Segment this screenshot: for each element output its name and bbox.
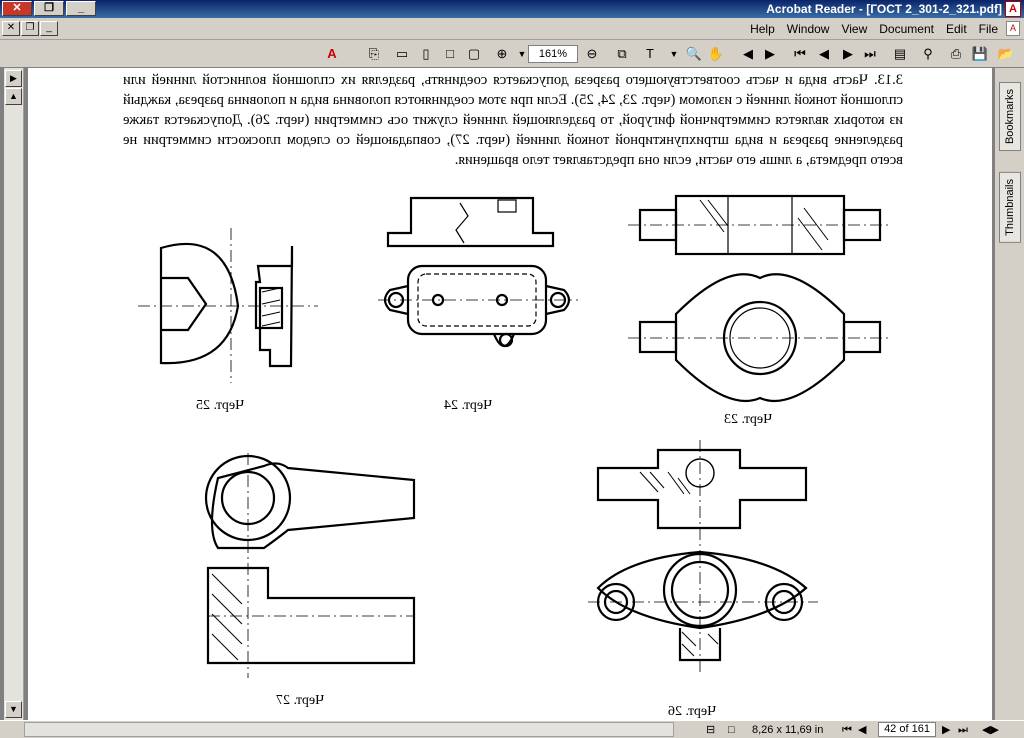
next-page-icon[interactable]: ◀ (819, 46, 829, 61)
tab-bookmarks[interactable]: Bookmarks (999, 82, 1021, 152)
select-graphics-icon[interactable]: ⧉ (617, 46, 627, 61)
zoom-in-icon[interactable]: ⊕ (496, 46, 508, 61)
text-select-icon[interactable]: T (646, 46, 654, 61)
next-page-status-icon[interactable]: ◀ (858, 724, 867, 736)
find-icon[interactable]: ⚲ (923, 46, 933, 61)
fit-width-icon[interactable]: ▭ (395, 46, 409, 61)
scroll-down-icon[interactable]: ▼ (5, 701, 22, 718)
menu-document[interactable]: Document (879, 22, 934, 36)
restore-button[interactable]: ❐ (34, 1, 64, 16)
figure-27-drawing (204, 453, 416, 678)
menu-bar: ✕ ❐ _ Help Window View Document Edit Fil… (0, 18, 1024, 40)
toolbar: A ⎘ ▭ ▯ □ ▢ ⊕ ▼ 161% ⊖ ⧉ T ▼ 🔍 ✋ ◀ ▶ ⏮ ◀… (0, 40, 1024, 68)
scroll-right-icon[interactable]: ◀▶ (982, 724, 999, 736)
figure-25-drawing (138, 228, 318, 383)
scroll-up-icon[interactable]: ▶ (5, 70, 22, 87)
hand-tool-icon[interactable]: ✋ (707, 46, 725, 61)
doc-minimize-button[interactable]: _ (40, 21, 58, 36)
window-controls: ✕ ❐ _ (2, 1, 96, 16)
go-forward-icon[interactable]: ▶ (765, 46, 775, 61)
page-icon[interactable]: ▢ (467, 46, 481, 61)
print-icon[interactable]: ⎙ (950, 46, 962, 61)
horizontal-scrollbar[interactable] (24, 722, 674, 737)
tool-dropdown-icon[interactable]: ▼ (669, 49, 679, 59)
navigation-pane-icon[interactable]: ▤ (893, 46, 907, 61)
scroll-up-arrow-icon[interactable]: ▲ (5, 88, 22, 105)
last-page-status-icon[interactable]: ⏮ (842, 724, 852, 736)
pdf-page: 3.13. Часть вида и часть соответствующег… (28, 68, 992, 720)
technical-drawings (138, 194, 888, 678)
figure-26-drawing (588, 440, 818, 673)
doc-close-button[interactable]: ✕ (2, 21, 20, 36)
vertical-scrollbar[interactable]: ▶ ▲ ▼ (4, 68, 24, 720)
menu-file[interactable]: File (978, 22, 998, 36)
doc-restore-button[interactable]: ❐ (21, 21, 39, 36)
zoom-dropdown-icon[interactable]: ▼ (517, 49, 527, 59)
tab-thumbnails[interactable]: Thumbnails (999, 172, 1021, 243)
menu-help[interactable]: Help (750, 22, 775, 36)
close-button[interactable]: ✕ (2, 1, 32, 16)
caption-fig-23: Черт. 23 (724, 412, 773, 427)
menu-edit[interactable]: Edit (945, 22, 967, 36)
caption-fig-24: Черт. 24 (444, 398, 493, 413)
first-page-status-icon[interactable]: ⏭ (958, 724, 968, 736)
zoom-out-icon[interactable]: ⊖ (586, 46, 598, 61)
caption-fig-26: Черт. 26 (668, 704, 717, 719)
figure-23-drawing (628, 194, 888, 403)
figure-24-drawing (378, 196, 578, 348)
zoom-input[interactable]: 161% (528, 45, 578, 63)
save-icon[interactable]: 💾 (971, 46, 989, 61)
copy-icon[interactable]: ⎘ (368, 46, 380, 61)
last-page-icon[interactable]: ⏮ (794, 46, 806, 61)
status-bar: ⊟ □ 8,26 x 11,69 in ⏮ ◀ 42 of 161 ▶ ⏭ ◀▶ (0, 720, 1024, 738)
title-bar: ✕ ❐ _ Acrobat Reader - [ГОСТ 2_301-2_321… (0, 0, 1024, 18)
single-page-icon[interactable]: □ (728, 724, 735, 736)
document-window-controls: ✕ ❐ _ (2, 21, 58, 36)
zoom-tool-icon[interactable]: 🔍 (685, 46, 703, 61)
minimize-button[interactable]: _ (66, 1, 96, 16)
go-back-icon[interactable]: ◀ (743, 46, 753, 61)
window-title: Acrobat Reader - [ГОСТ 2_301-2_321.pdf] (766, 2, 1002, 16)
document-icon: A (1006, 21, 1020, 36)
actual-size-icon[interactable]: □ (446, 46, 454, 61)
menu-view[interactable]: View (841, 22, 868, 36)
menu-window[interactable]: Window (786, 22, 830, 36)
previous-page-icon[interactable]: ▶ (843, 46, 853, 61)
caption-fig-25: Черт. 25 (196, 398, 245, 413)
adobe-logo-icon: A (327, 46, 337, 61)
previous-page-status-icon[interactable]: ▶ (942, 724, 951, 736)
page-size-label: 8,26 x 11,69 in (752, 724, 824, 736)
navigation-pane-tabs: Bookmarks Thumbnails (994, 68, 1024, 720)
document-viewer: ▶ ▲ ▼ 3.13. Часть вида и часть соответст… (0, 68, 1024, 720)
first-page-icon[interactable]: ⏭ (864, 46, 876, 61)
caption-fig-27: Черт. 27 (276, 693, 325, 708)
acrobat-icon: A (1005, 1, 1021, 17)
page-number-field[interactable]: 42 of 161 (878, 722, 936, 737)
fit-page-icon[interactable]: ▯ (422, 46, 430, 61)
open-icon[interactable]: 📂 (997, 46, 1015, 61)
page-layout-icon[interactable]: ⊟ (706, 724, 716, 736)
